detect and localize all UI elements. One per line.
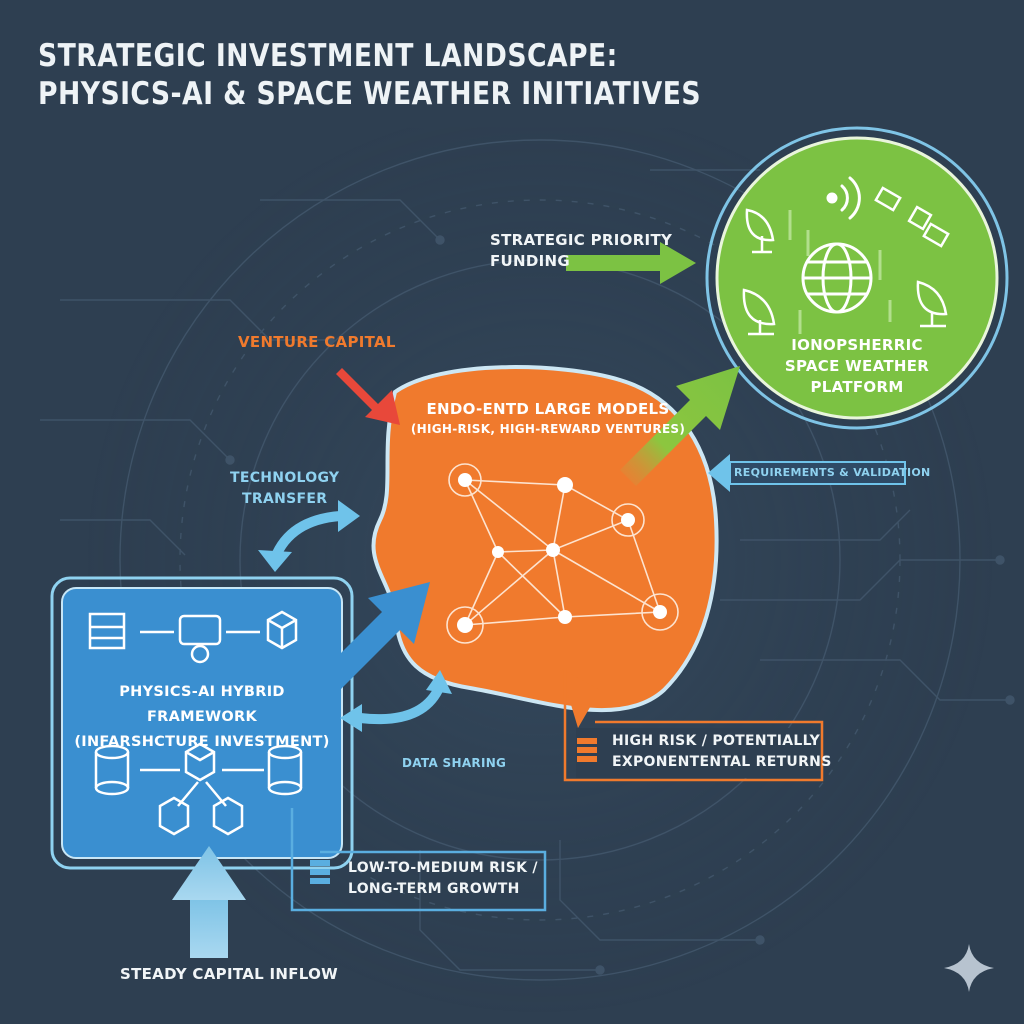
venture-capital-arrow: [336, 368, 400, 425]
sparkle-icon: [944, 944, 994, 992]
platform-label: Ionopsherric Space Weather Platform: [784, 336, 930, 396]
server-stack-icon: [310, 860, 330, 884]
strategic-priority-label: Strategic Priority Funding: [490, 231, 673, 270]
steady-capital-label: Steady Capital Inflow: [120, 965, 338, 983]
low-risk-note: Low-to-Medium Risk / Long-Term Growth: [348, 860, 538, 897]
growth-arrow: [620, 366, 740, 486]
diagram-title: Strategic Investment Landscape:: [38, 38, 618, 74]
database-icon: [94, 742, 303, 836]
server-icon: [88, 612, 126, 650]
robotic-arm-icon: [178, 614, 222, 664]
space-weather-platform-node: [705, 126, 1009, 430]
requirements-validation-label: Requirements & Validation: [734, 466, 931, 479]
diagram-subtitle: Physics-AI & Space Weather Initiatives: [38, 76, 701, 112]
large-models-node: [371, 365, 719, 728]
satellite-icon: [874, 186, 950, 248]
wireless-signal-icon: [826, 176, 861, 220]
data-sharing-arrow: [359, 687, 443, 725]
high-risk-note-box: [563, 668, 824, 782]
investment-arrow: [322, 582, 430, 690]
high-risk-note: High Risk / Potentially Exponentental Re…: [612, 733, 832, 770]
technology-transfer-label: Technology Transfer: [230, 470, 340, 507]
technology-transfer-arrow: [270, 511, 341, 561]
requirements-arrow: [708, 454, 906, 492]
globe-icon: [801, 242, 873, 314]
server-stack-icon: [577, 738, 597, 762]
framework-label: Physics-AI Hybrid Framework (Infarshctur…: [74, 684, 330, 750]
steady-capital-arrow: [172, 846, 246, 958]
data-sharing-label: Data Sharing: [402, 756, 507, 770]
satellite-dish-icon: [742, 208, 948, 336]
cube-icon: [266, 610, 298, 650]
models-label: Endo-Entd Large Models (High-Risk, High-…: [410, 400, 686, 436]
venture-capital-label: Venture Capital: [238, 333, 396, 351]
low-risk-note-box: [290, 808, 547, 912]
strategic-funding-arrow: [566, 242, 696, 284]
